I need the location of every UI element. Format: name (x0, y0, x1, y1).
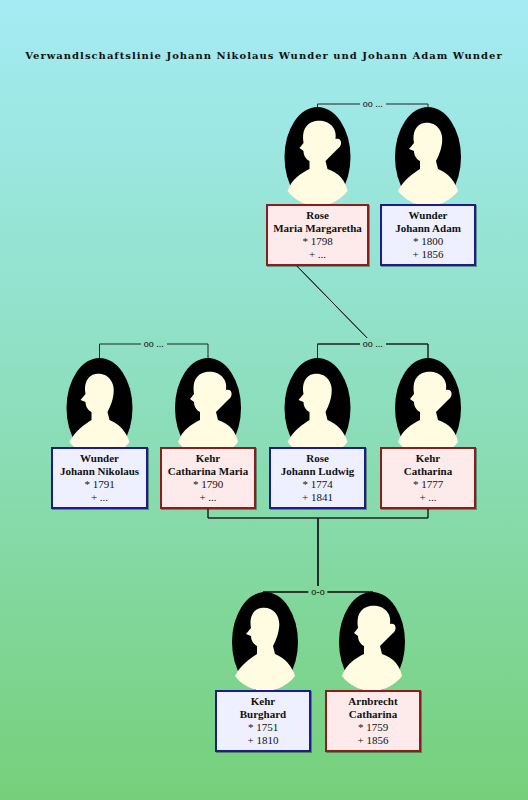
surname: Arnbrecht (331, 695, 415, 708)
person-box: WunderJohann Adam* 1800+ 1856 (380, 204, 476, 266)
life-date: * 1800 (386, 235, 470, 248)
surname: Wunder (386, 209, 470, 222)
life-date: + ... (166, 491, 250, 504)
surname: Kehr (221, 695, 305, 708)
marriage-label: oo ... (360, 338, 386, 350)
life-date: + ... (272, 248, 363, 261)
life-date: * 1777 (386, 478, 470, 491)
marriage-label: oo ... (141, 338, 167, 350)
person-box: KehrCatharina* 1777+ ... (380, 447, 476, 509)
given-name: Maria Margaretha (272, 222, 363, 235)
person-box: ArnbrechtCatharina* 1759+ 1856 (325, 690, 421, 752)
silhouette (339, 592, 405, 692)
silhouette (285, 358, 351, 458)
person-box: WunderJohann Nikolaus* 1791+ ... (51, 447, 148, 509)
life-date: + 1856 (331, 734, 415, 747)
diagram-title: Verwandlschaftslinie Johann Nikolaus Wun… (0, 50, 528, 61)
silhouette (175, 358, 241, 458)
life-date: + 1841 (275, 491, 360, 504)
life-date: * 1751 (221, 721, 305, 734)
life-date: * 1790 (166, 478, 250, 491)
surname: Wunder (57, 452, 142, 465)
silhouette (285, 107, 351, 207)
person-box: KehrBurghard* 1751+ 1810 (215, 690, 311, 752)
given-name: Johann Adam (386, 222, 470, 235)
silhouette (395, 107, 461, 207)
life-date: + ... (386, 491, 470, 504)
silhouette (395, 358, 461, 458)
life-date: * 1798 (272, 235, 363, 248)
person-box: RoseJohann Ludwig* 1774+ 1841 (269, 447, 366, 509)
surname: Kehr (166, 452, 250, 465)
life-date: * 1791 (57, 478, 142, 491)
marriage-label: oo ... (360, 98, 386, 110)
given-name: Catharina (331, 708, 415, 721)
life-date: * 1759 (331, 721, 415, 734)
life-date: + 1810 (221, 734, 305, 747)
surname: Kehr (386, 452, 470, 465)
marriage-label: o-o (308, 586, 327, 598)
silhouette (232, 592, 298, 692)
given-name: Catharina (386, 465, 470, 478)
given-name: Burghard (221, 708, 305, 721)
surname: Rose (275, 452, 360, 465)
person-box: KehrCatharina Maria* 1790+ ... (160, 447, 256, 509)
given-name: Catharina Maria (166, 465, 250, 478)
surname: Rose (272, 209, 363, 222)
person-box: RoseMaria Margaretha* 1798+ ... (266, 204, 369, 266)
life-date: + ... (57, 491, 142, 504)
life-date: + 1856 (386, 248, 470, 261)
given-name: Johann Nikolaus (57, 465, 142, 478)
life-date: * 1774 (275, 478, 360, 491)
silhouette (67, 358, 133, 458)
given-name: Johann Ludwig (275, 465, 360, 478)
